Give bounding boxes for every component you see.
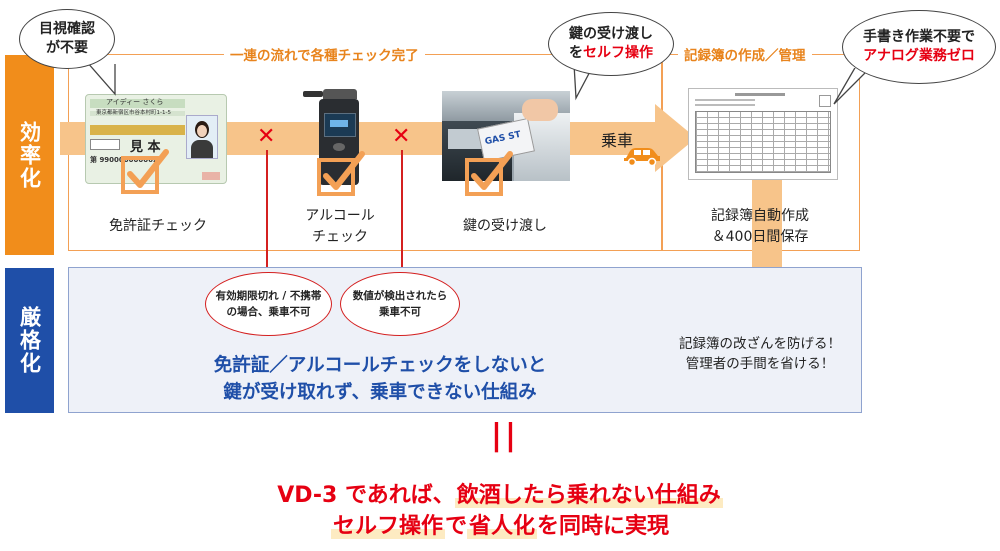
check-icon	[465, 151, 513, 196]
log-caption-line1: 記録簿自動作成	[711, 208, 809, 224]
license-stop-line2: の場合、乗車不可	[226, 306, 311, 318]
alcohol-stop-line1: 数値が検出されたら	[352, 290, 448, 302]
key-handover-caption: 鍵の受け渡し	[463, 218, 547, 234]
cross-icon: ✕	[257, 124, 276, 149]
alcohol-stop-line2: 乗車不可	[379, 306, 421, 318]
license-portrait	[186, 115, 218, 159]
no-handwriting-bubble: 手書き作業不要で アナログ業務ゼロ	[842, 10, 996, 84]
key-bubble-red: セルフ操作	[583, 45, 653, 61]
equals-sign: ||	[491, 418, 519, 453]
no-handwriting-line1: 手書き作業不要で	[863, 29, 975, 45]
conclusion-line2-suffix: を同時に実現	[537, 514, 670, 539]
bubble-tail	[85, 60, 117, 96]
key-bubble-line1: 鍵の受け渡し	[569, 26, 653, 42]
check-icon	[317, 151, 365, 196]
check-icon	[121, 149, 169, 194]
log-caption-line2: ＆400日間保存	[711, 229, 809, 245]
log-benefit-1: 記録簿の改ざんを防げる！	[679, 336, 841, 352]
no-handwriting-line2: アナログ業務ゼロ	[863, 48, 975, 64]
conclusion-line2-mid: で	[444, 514, 467, 539]
license-number-prefix: 第	[90, 156, 97, 164]
ride-label: 乗車	[601, 131, 634, 150]
strict-message: 免許証／アルコールチェックをしないと 鍵が受け取れず、乗車できない仕組み	[150, 352, 610, 406]
cross-icon: ✕	[392, 124, 411, 149]
log-caption: 記録簿自動作成 ＆400日間保存	[685, 206, 835, 248]
alcohol-stop-line	[401, 150, 403, 272]
license-stop-line	[266, 150, 268, 272]
efficiency-label: 効率化	[5, 55, 54, 255]
car-icon	[624, 148, 660, 166]
conclusion-line1-prefix: VD-3 であれば、	[277, 483, 455, 508]
strict-message-line2: 鍵が受け取れず、乗車できない仕組み	[223, 382, 537, 403]
strictness-label: 厳格化	[5, 268, 54, 413]
visual-check-line2: が不要	[46, 40, 88, 56]
key-handover-bubble: 鍵の受け渡し をセルフ操作	[548, 12, 674, 76]
license-stop-note: 有効期限切れ / 不携帯 の場合、乗車不可	[205, 272, 332, 336]
alcohol-check-caption: アルコール チェック	[280, 206, 400, 248]
strict-message-line1: 免許証／アルコールチェックをしないと	[213, 355, 547, 376]
license-name-char: 見 本	[130, 140, 161, 155]
visual-check-line1: 目視確認	[39, 21, 95, 37]
license-name-row: アイディー さくら	[106, 98, 164, 106]
visual-check-bubble: 目視確認 が不要	[19, 9, 115, 69]
license-address: 東京都新宿区市谷本村町1-1-5	[96, 110, 171, 116]
alcohol-caption-line1: アルコール	[305, 208, 375, 224]
conclusion: VD-3 であれば、飲酒したら乗れない仕組み セルフ操作で省人化を同時に実現	[150, 480, 850, 542]
log-benefit-2: 管理者の手間を省ける！	[685, 356, 835, 372]
strict-box	[68, 267, 862, 413]
alcohol-stop-note: 数値が検出されたら 乗車不可	[340, 272, 460, 336]
license-check-caption: 免許証チェック	[109, 218, 207, 234]
conclusion-line2-highlight: セルフ操作	[330, 514, 445, 539]
conclusion-line2-highlight2: 省人化	[467, 514, 538, 539]
key-box-image: GAS ST	[442, 91, 570, 181]
checks-complete-label: 一連の流れで各種チェック完了	[224, 44, 425, 64]
log-management-label: 記録簿の作成／管理	[678, 44, 812, 64]
key-card-text: GAS ST	[484, 129, 522, 148]
conclusion-line1-highlight: 飲酒したら乗れない仕組み	[454, 483, 723, 508]
log-benefits: 記録簿の改ざんを防げる！ 管理者の手間を省ける！	[660, 334, 860, 374]
log-sheet-image	[688, 88, 838, 180]
key-bubble-prefix: を	[569, 45, 583, 61]
license-stop-line1: 有効期限切れ / 不携帯	[215, 290, 322, 302]
flow-arrow-head	[655, 104, 696, 172]
alcohol-caption-line2: チェック	[312, 229, 368, 245]
